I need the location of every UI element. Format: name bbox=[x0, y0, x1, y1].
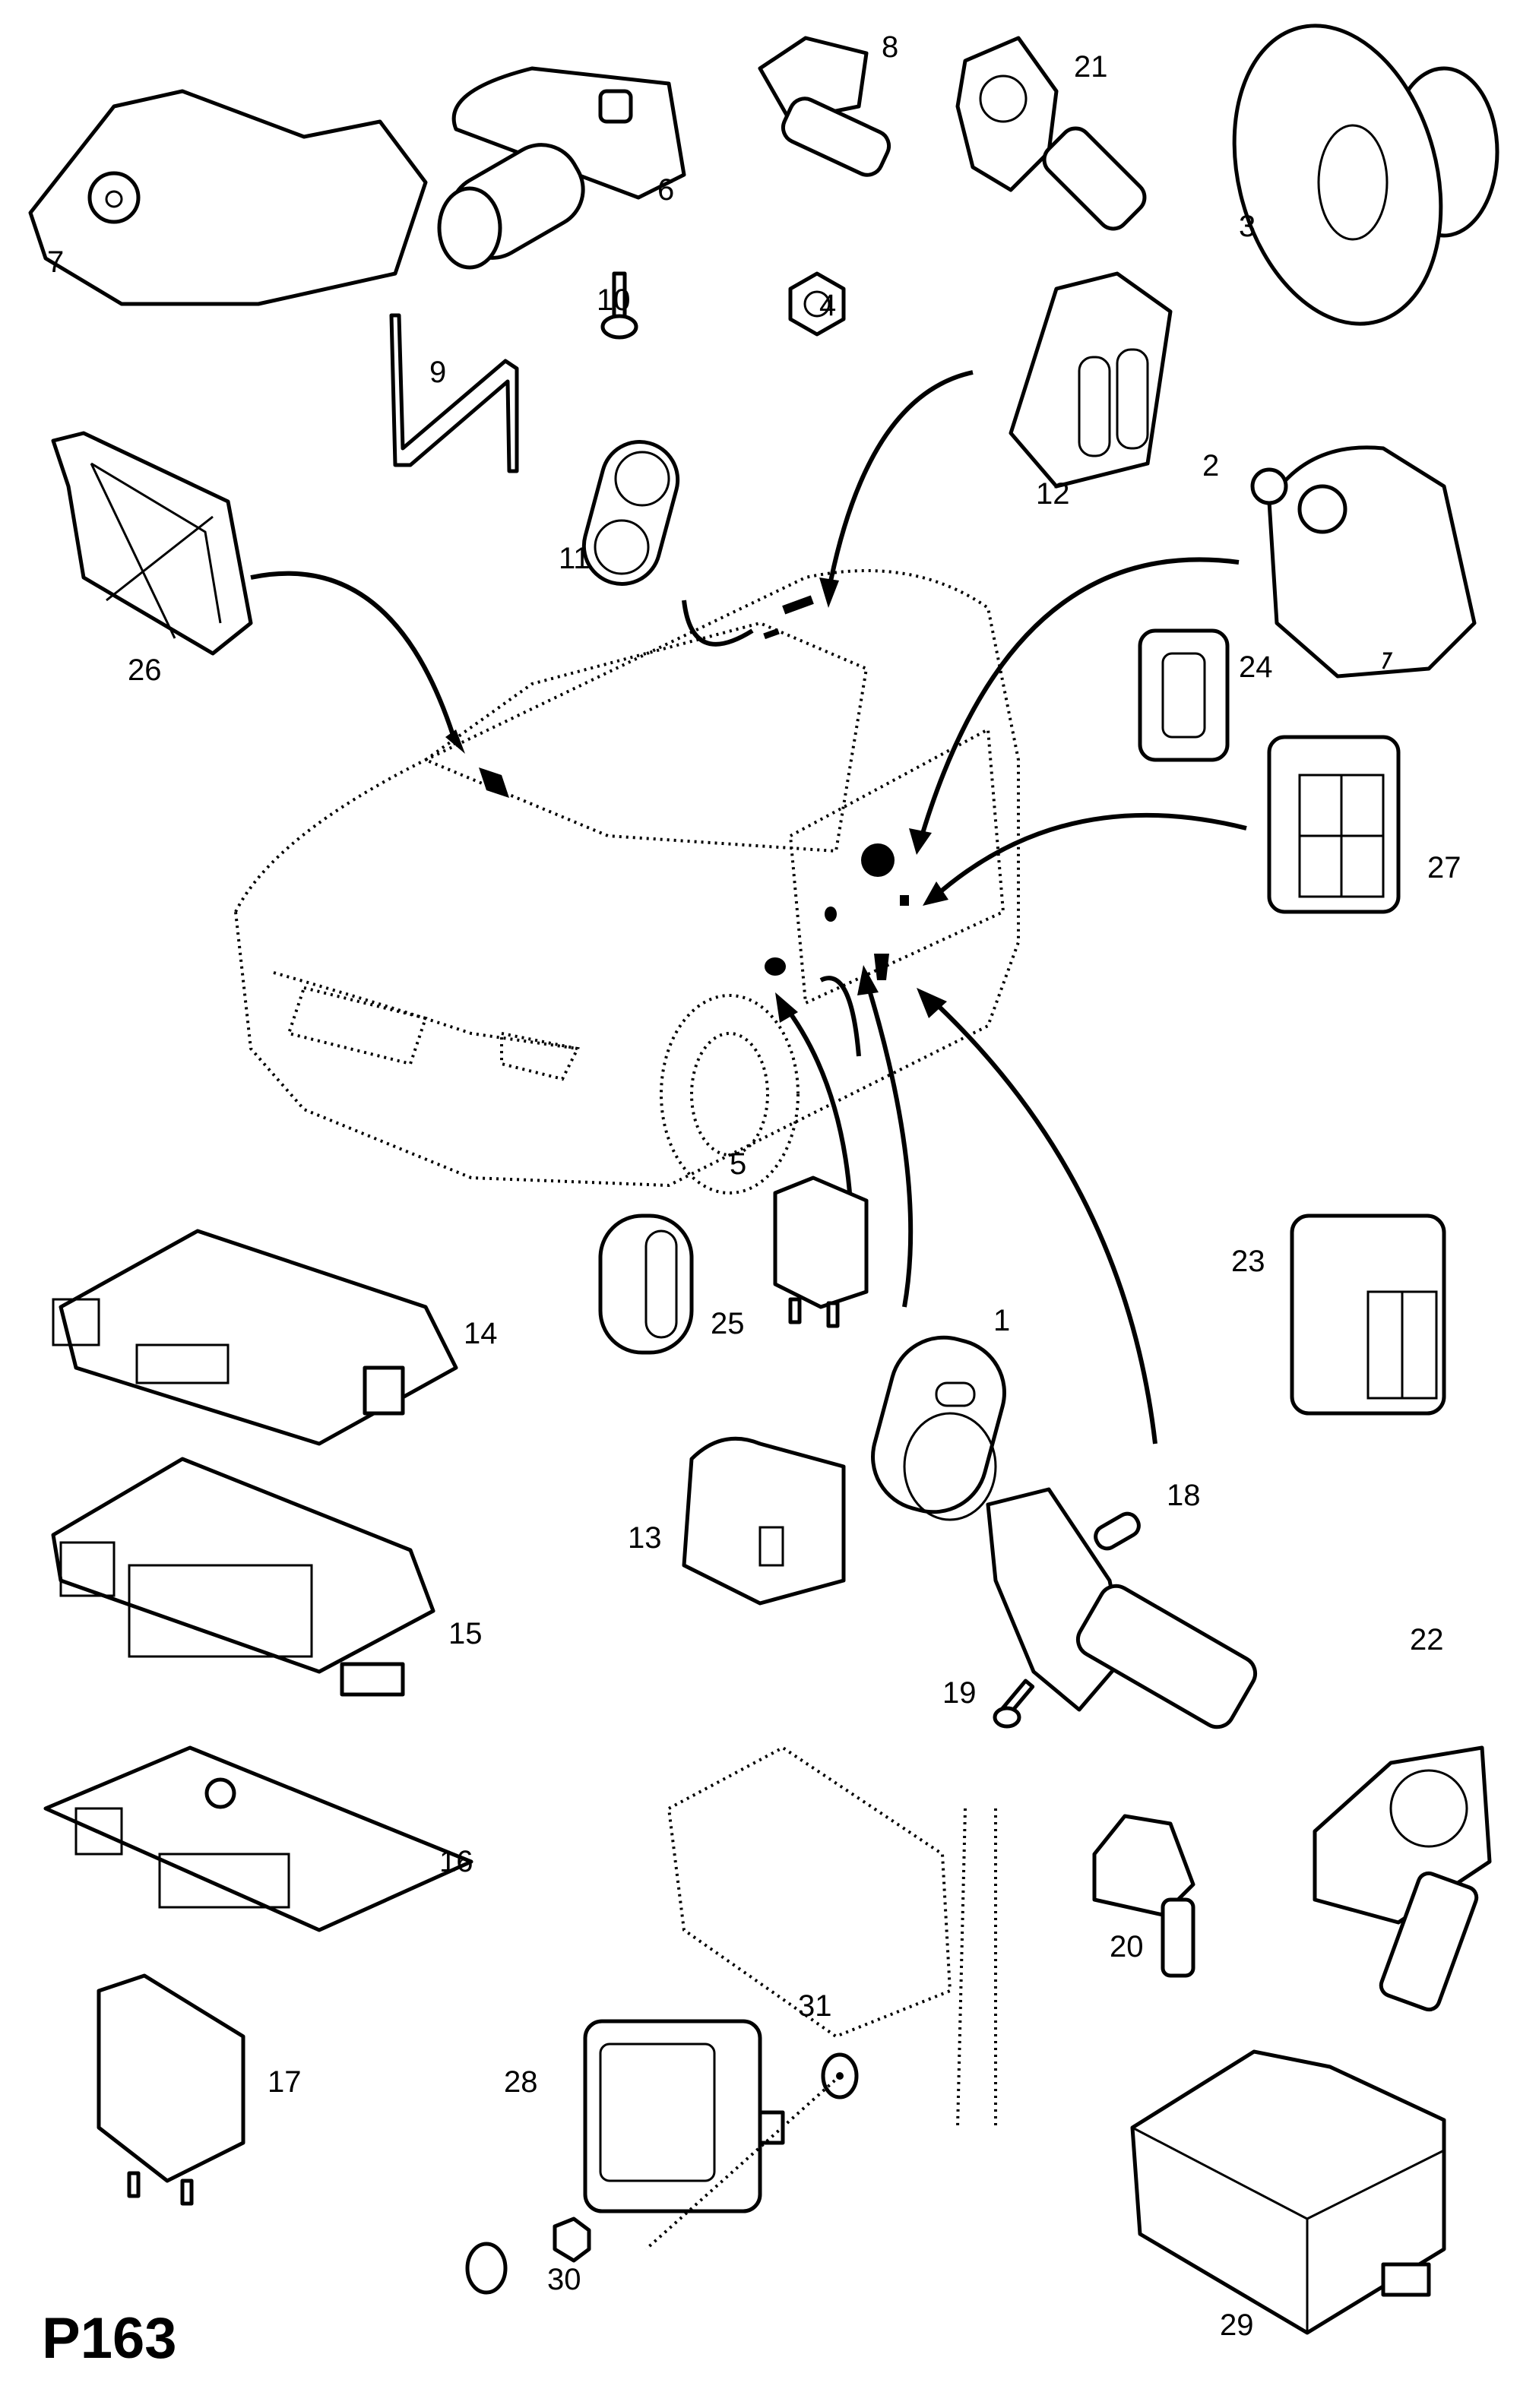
part-label-17: 17 bbox=[268, 2065, 302, 2099]
part-label-28: 28 bbox=[504, 2065, 538, 2099]
leader-arrows bbox=[250, 370, 1247, 1444]
part-label-6: 6 bbox=[657, 173, 675, 207]
car-illustration bbox=[233, 569, 1020, 1195]
location-markers bbox=[479, 595, 909, 980]
part-label-31: 31 bbox=[798, 1989, 832, 2023]
part-21-window-motor bbox=[955, 36, 1147, 231]
part-24-switch-blank bbox=[1138, 628, 1230, 762]
part-20-window-motor bbox=[1092, 1814, 1195, 1978]
part-18-regulator-motor bbox=[986, 1487, 1258, 1729]
part-label-3: 3 bbox=[1239, 210, 1256, 243]
part-25-window-switch bbox=[598, 1213, 694, 1355]
part-8-window-motor bbox=[758, 36, 891, 177]
part-label-21: 21 bbox=[1074, 50, 1108, 84]
marker-switch-12 bbox=[782, 595, 814, 615]
part-23-quad-window-switch bbox=[1290, 1213, 1446, 1416]
part-31-washer bbox=[644, 2052, 859, 2251]
part-26-bracket bbox=[51, 431, 253, 656]
part-13-window-switch bbox=[682, 1436, 846, 1606]
part-label-27: 27 bbox=[1427, 851, 1461, 884]
part-label-25: 25 bbox=[711, 1307, 745, 1340]
part-label-22: 22 bbox=[1410, 1623, 1444, 1656]
part-16-circuit-board bbox=[43, 1745, 473, 1932]
part-label-26: 26 bbox=[128, 653, 162, 687]
part-4-nut bbox=[788, 271, 846, 337]
part-6-window-motor bbox=[437, 66, 686, 270]
part-12-double-window-switch bbox=[1009, 271, 1173, 489]
part-label-9: 9 bbox=[429, 356, 447, 389]
part-9-hex-key bbox=[389, 313, 519, 473]
part-label-24: 24 bbox=[1239, 650, 1273, 684]
part-22-window-motor bbox=[1313, 1745, 1492, 2012]
part-2-mirror-motor bbox=[1250, 445, 1477, 679]
part-label-20: 20 bbox=[1110, 1930, 1144, 1963]
marker-mirror bbox=[861, 843, 895, 877]
marker-switch-1 bbox=[825, 907, 837, 922]
marker-bracket-26 bbox=[479, 767, 509, 798]
part-label-7: 7 bbox=[47, 245, 65, 279]
part-label-30: 30 bbox=[547, 2263, 581, 2296]
part-7-regulator-motor bbox=[28, 89, 428, 306]
part-28-control-module bbox=[583, 1745, 997, 2213]
part-label-8: 8 bbox=[882, 30, 899, 64]
part-label-15: 15 bbox=[448, 1617, 483, 1650]
part-label-5: 5 bbox=[730, 1147, 747, 1181]
part-label-2: 2 bbox=[1202, 449, 1220, 483]
part-label-18: 18 bbox=[1167, 1479, 1201, 1512]
part-label-1: 1 bbox=[993, 1304, 1011, 1337]
part-17-relay bbox=[97, 1973, 245, 2206]
part-label-23: 23 bbox=[1231, 1245, 1265, 1278]
part-label-29: 29 bbox=[1220, 2308, 1254, 2342]
part-3-mirror-glass bbox=[1232, 24, 1499, 326]
part-30-nut-washer bbox=[465, 2217, 591, 2295]
part-19-screw bbox=[993, 1679, 1035, 1729]
part-11-window-switch bbox=[581, 440, 680, 586]
part-10-screw bbox=[600, 271, 638, 340]
part-label-13: 13 bbox=[628, 1521, 662, 1555]
marker-motor-18 bbox=[874, 954, 889, 980]
diagram-code: P163 bbox=[42, 2306, 177, 2371]
part-label-19: 19 bbox=[942, 1676, 977, 1710]
part-15-control-unit bbox=[51, 1457, 435, 1697]
part-label-16: 16 bbox=[439, 1845, 473, 1878]
part-27-quad-window-switch bbox=[1267, 735, 1401, 914]
part-1-mirror-switch bbox=[871, 1335, 1006, 1521]
marker-relay bbox=[765, 957, 786, 976]
part-label-14: 14 bbox=[464, 1317, 498, 1350]
part-14-control-unit bbox=[52, 1229, 458, 1446]
marker-switch-27 bbox=[900, 895, 909, 906]
part-label-10: 10 bbox=[597, 283, 631, 317]
part-label-4: 4 bbox=[819, 289, 837, 322]
part-29-control-unit bbox=[1130, 2049, 1446, 2335]
part-label-12: 12 bbox=[1036, 477, 1070, 511]
part-label-11: 11 bbox=[559, 542, 591, 575]
marker-switch-11 bbox=[763, 628, 780, 640]
part-5-relay bbox=[773, 1176, 869, 1328]
